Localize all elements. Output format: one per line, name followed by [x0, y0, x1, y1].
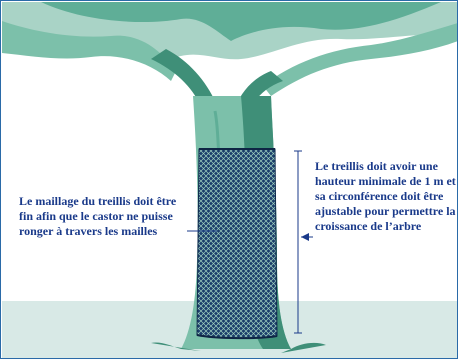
foliage [2, 2, 457, 96]
wire-mesh-guard [196, 148, 278, 340]
mesh-size-label: Le maillage du treillis doit être fin af… [19, 194, 177, 238]
mesh-height-label: Le treillis doit avoir une hauteur minim… [315, 159, 456, 233]
height-dimension-line [294, 150, 313, 334]
